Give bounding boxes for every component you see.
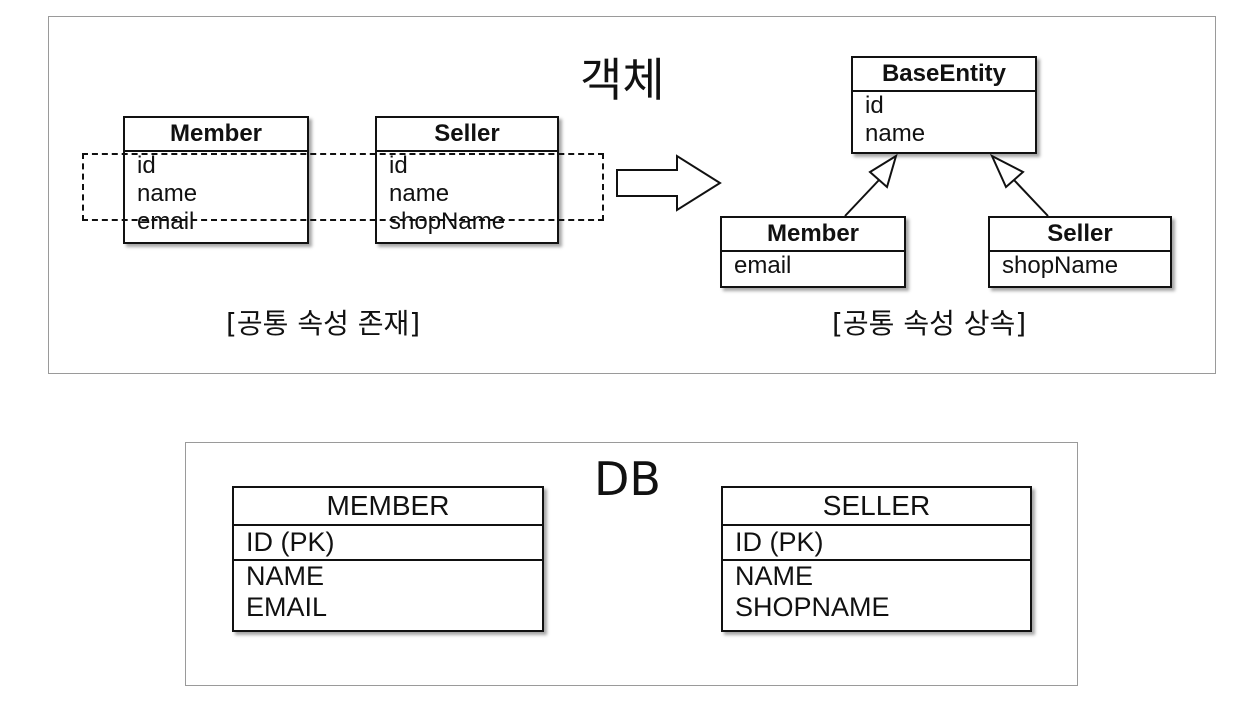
member-class-right: Member email (720, 216, 906, 288)
right-caption: [공통 속성 상속] (832, 307, 1027, 340)
seller-right-field-shopname: shopName (1002, 252, 1119, 279)
member-inheritance-line (844, 179, 880, 217)
db-panel-title: DB (594, 452, 661, 506)
seller-class-left-header: Seller (377, 118, 557, 152)
left-caption: [공통 속성 존재] (226, 307, 421, 340)
member-table-pk: ID (PK) (234, 526, 542, 561)
member-table: MEMBER ID (PK) NAME EMAIL (232, 486, 544, 632)
member-field-email: email (137, 208, 195, 235)
seller-table: SELLER ID (PK) NAME SHOPNAME (721, 486, 1032, 632)
member-field-id: id (137, 152, 156, 179)
seller-inheritance-triangle-icon (989, 153, 1025, 189)
seller-class-left: Seller id name shopName (375, 116, 559, 244)
member-class-left: Member id name email (123, 116, 309, 244)
seller-table-column-name: NAME (735, 561, 814, 591)
seller-field-id: id (389, 152, 408, 179)
seller-field-shopname: shopName (389, 208, 506, 235)
common-attributes-highlight (82, 153, 604, 221)
seller-class-right-header: Seller (990, 218, 1170, 252)
member-table-column-email: EMAIL (246, 592, 328, 622)
seller-table-header: SELLER (723, 488, 1030, 526)
member-inheritance-triangle-icon (868, 153, 898, 189)
member-right-field-email: email (734, 252, 792, 279)
member-table-column-name: NAME (246, 561, 325, 591)
member-table-header: MEMBER (234, 488, 542, 526)
baseentity-class-header: BaseEntity (853, 58, 1035, 92)
member-field-name: name (137, 180, 198, 207)
seller-inheritance-line (1013, 179, 1049, 217)
object-panel-title: 객체 (580, 53, 665, 107)
member-class-right-header: Member (722, 218, 904, 252)
transform-arrow (616, 154, 722, 212)
seller-class-right: Seller shopName (988, 216, 1172, 288)
seller-table-column-shopname: SHOPNAME (735, 592, 890, 622)
baseentity-class: BaseEntity id name (851, 56, 1037, 154)
member-class-left-header: Member (125, 118, 307, 152)
seller-field-name: name (389, 180, 450, 207)
seller-table-pk: ID (PK) (723, 526, 1030, 561)
baseentity-field-name: name (865, 120, 926, 147)
baseentity-field-id: id (865, 92, 884, 119)
